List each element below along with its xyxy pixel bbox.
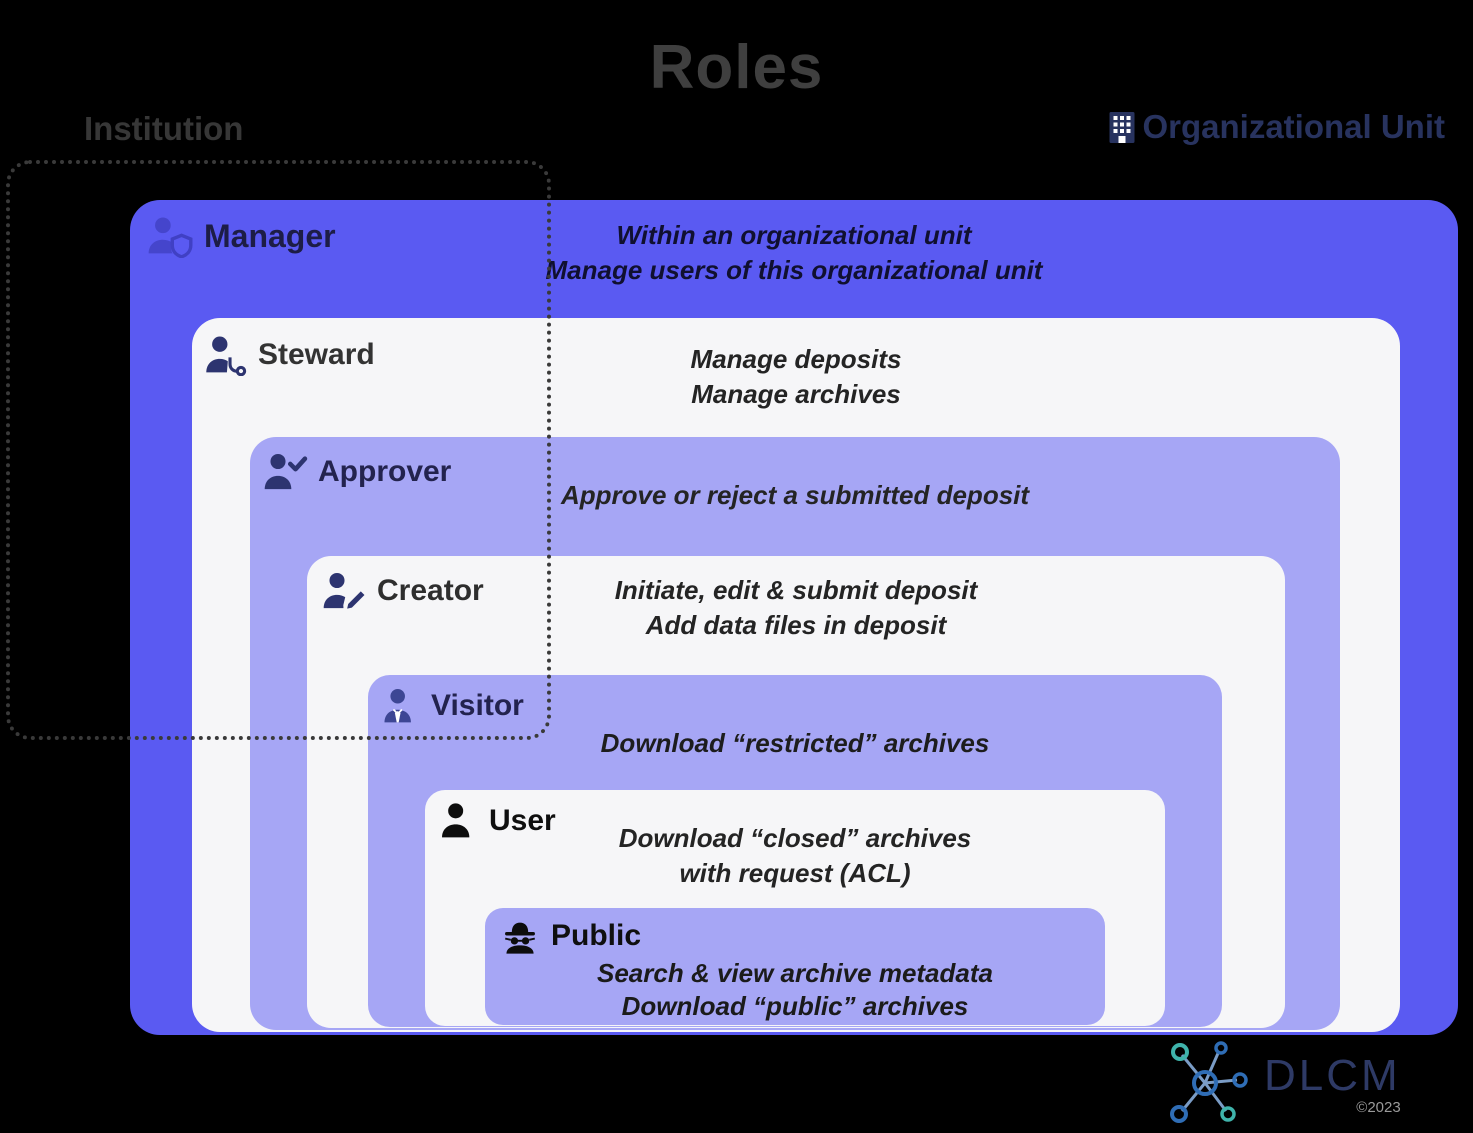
role-label: Public — [551, 919, 642, 952]
desc-line: Manage deposits — [690, 344, 902, 374]
person-tie-icon — [381, 687, 421, 725]
role-description: Download “closed” archives with request … — [425, 821, 1165, 891]
desc-line: Add data files in deposit — [645, 610, 947, 640]
spy-icon — [499, 916, 541, 956]
page-title: Roles — [649, 33, 824, 102]
desc-line: Download “closed” archives — [618, 823, 972, 853]
organizational-unit-text: Organizational Unit — [1142, 108, 1445, 145]
role-header-manager: Manager — [146, 214, 336, 258]
role-label: Steward — [258, 338, 375, 371]
desc-line: Initiate, edit & submit deposit — [614, 575, 978, 605]
role-label: Creator — [377, 574, 484, 607]
role-description: Search & view archive metadata Download … — [485, 957, 1105, 1023]
role-description: Approve or reject a submitted deposit — [250, 478, 1340, 513]
person-shield-icon — [146, 214, 194, 258]
person-check-icon — [262, 451, 308, 493]
role-header-approver: Approver — [262, 451, 451, 493]
copyright-text: ©2023 — [1356, 1098, 1401, 1116]
role-label: Manager — [204, 217, 336, 254]
institution-label: Institution — [84, 110, 244, 147]
desc-line: Search & view archive metadata — [597, 958, 993, 988]
role-header-public: Public — [499, 916, 641, 956]
dlcm-logo-text-block: DLCM ©2023 — [1264, 1051, 1401, 1116]
role-label: User — [489, 804, 556, 837]
person-pen-icon — [321, 570, 367, 612]
role-description: Manage deposits Manage archives — [192, 342, 1400, 412]
building-icon — [1107, 111, 1137, 144]
dlcm-logo: DLCM ©2023 — [1160, 1038, 1401, 1128]
person-icon — [439, 801, 479, 841]
desc-line: with request (ACL) — [679, 858, 911, 888]
dlcm-logo-text: DLCM — [1264, 1050, 1401, 1100]
desc-line: Download “restricted” archives — [600, 728, 990, 758]
organizational-unit-label: Organizational Unit — [1107, 108, 1445, 146]
person-stethoscope-icon — [204, 334, 248, 376]
role-description: Initiate, edit & submit deposit Add data… — [307, 573, 1285, 643]
role-header-creator: Creator — [321, 570, 484, 612]
role-header-steward: Steward — [204, 334, 375, 376]
role-box-public: Public Search & view archive metadata Do… — [485, 908, 1105, 1025]
role-description: Download “restricted” archives — [368, 726, 1222, 761]
desc-line: Download “public” archives — [621, 991, 969, 1021]
desc-line: Approve or reject a submitted deposit — [560, 480, 1030, 510]
role-label: Approver — [318, 455, 452, 488]
desc-line: Manage users of this organizational unit — [545, 255, 1043, 285]
desc-line: Within an organizational unit — [616, 220, 972, 250]
desc-line: Manage archives — [691, 379, 901, 409]
role-label: Visitor — [431, 689, 524, 722]
role-header-user: User — [439, 801, 556, 841]
network-nodes-icon — [1160, 1038, 1250, 1128]
role-description: Within an organizational unit Manage use… — [130, 218, 1458, 288]
role-header-visitor: Visitor — [381, 687, 524, 725]
